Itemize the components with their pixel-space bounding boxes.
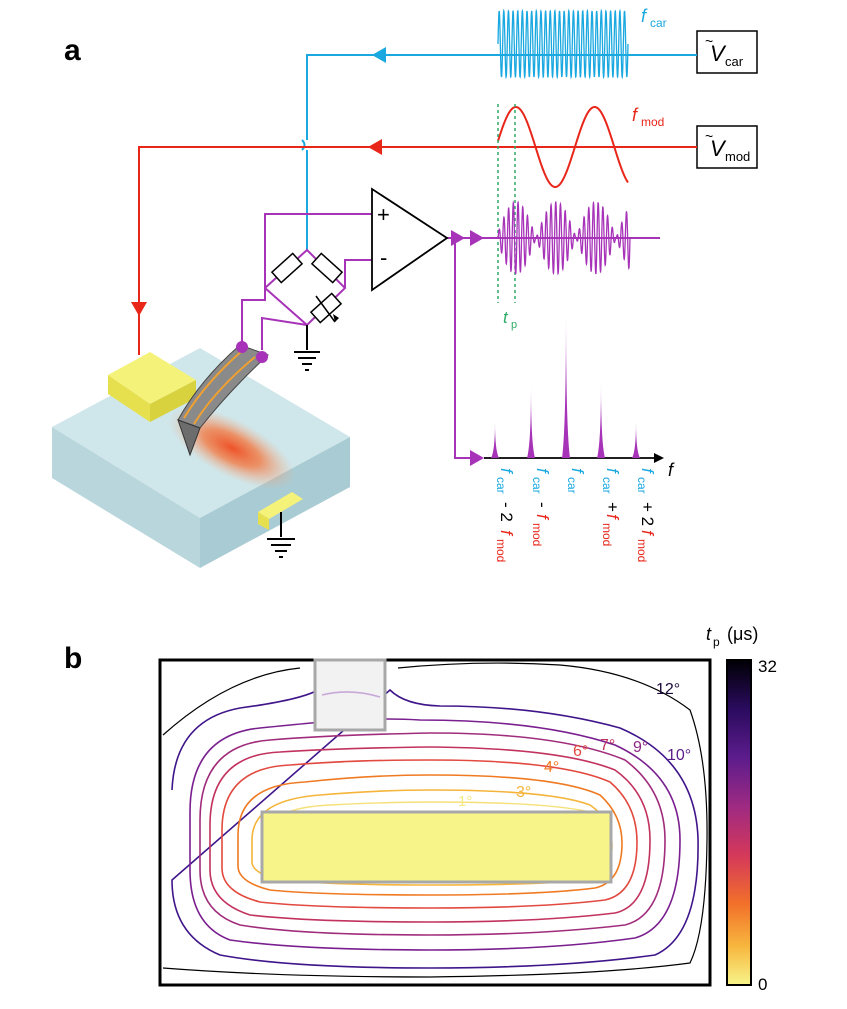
spectrum-peak: [562, 310, 570, 458]
svg-text:car: car: [600, 477, 614, 494]
panel-label-b: b: [64, 642, 82, 675]
colorbar-title-unit: (μs): [727, 624, 758, 644]
carrier-source-symbol: V: [710, 41, 727, 66]
contour-label-9: 9°: [633, 739, 648, 756]
carrier-source-sub: car: [725, 54, 744, 69]
amplifier-minus: -: [380, 245, 387, 270]
bridge-ground-icon: [294, 325, 320, 371]
spectrum-peak-label: f car + 2 f mod: [635, 468, 657, 562]
colorbar: t p (μs) 32 0: [706, 624, 777, 994]
substrate-device: [52, 348, 350, 568]
resistor-right: [310, 252, 344, 284]
probe-contact-right: [256, 351, 268, 363]
modulation-arrow-icon: [368, 139, 382, 155]
carrier-source-box: V ~ car: [696, 30, 758, 74]
modulation-waveform: [497, 105, 629, 189]
svg-text:f: f: [603, 514, 622, 521]
svg-text:f: f: [638, 530, 657, 537]
spectrum-peak-label: f car - f mod: [530, 468, 552, 546]
contour-label-12: 12°: [656, 681, 680, 698]
svg-text:mod: mod: [641, 115, 664, 129]
modulation-freq-label: f mod: [632, 105, 664, 129]
modulation-source-box: V ~ mod: [696, 125, 758, 169]
svg-text:car: car: [565, 477, 579, 494]
svg-text:t: t: [503, 308, 509, 327]
svg-text:mod: mod: [635, 539, 649, 562]
svg-text:f: f: [603, 468, 622, 475]
contour-label-1: 1°: [458, 793, 472, 810]
resistor-left: [270, 252, 304, 284]
svg-text:car: car: [494, 477, 508, 494]
svg-text:- 2: - 2: [497, 502, 516, 522]
carrier-freq-label: f car: [641, 6, 667, 30]
svg-text:f: f: [638, 468, 657, 475]
device-ground-icon: [267, 512, 295, 558]
spectrum-peak-label: f car: [565, 468, 587, 494]
svg-text:f: f: [497, 530, 516, 537]
svg-text:f: f: [632, 105, 639, 125]
carrier-arrow-icon: [372, 47, 386, 63]
am-signal-waveform: [497, 200, 631, 276]
ground-pad: [258, 492, 303, 519]
amplifier: + -: [371, 187, 449, 292]
colorbar-title-sub: p: [713, 635, 720, 649]
svg-text:-: -: [533, 502, 552, 508]
modulation-source-sub: mod: [725, 149, 750, 164]
contour-label-7: 7°: [600, 737, 615, 754]
signal-arrow-icon: [470, 230, 484, 246]
tp-label: t p: [503, 308, 517, 331]
svg-text:f: f: [641, 6, 648, 26]
heater-arrow-icon: [131, 302, 147, 316]
spectrum-axis-label: f: [668, 460, 675, 480]
modulation-line: [138, 146, 697, 355]
svg-text:f: f: [568, 468, 587, 475]
svg-text:mod: mod: [600, 523, 614, 546]
tilde-icon: ~: [705, 33, 713, 49]
spectrum-peak: [527, 386, 535, 458]
spectrum-peaks: [491, 310, 640, 458]
output-arrow-icon: [451, 230, 465, 246]
colorbar-min-label: 0: [758, 975, 767, 994]
carrier-waveform: [497, 8, 629, 80]
tilde-icon: ~: [705, 128, 713, 144]
colorbar-max-label: 32: [758, 657, 777, 676]
contour-label-3: 3°: [516, 784, 531, 801]
svg-text:mod: mod: [494, 539, 508, 562]
heater-pad: [108, 352, 196, 404]
variable-resistor: [309, 292, 343, 324]
heater-region: [260, 810, 613, 884]
spectrum-peak-label: f car + f mod: [600, 468, 622, 546]
contour-label-4: 4°: [544, 759, 559, 776]
svg-text:car: car: [650, 16, 667, 30]
svg-text:car: car: [530, 477, 544, 494]
colorbar-title-t: t: [706, 624, 712, 644]
spectrum-labels: f car - 2 f mod f car - f mod f car f car + f mod f car + 2…: [494, 468, 657, 562]
contour-label-6: 6°: [573, 743, 588, 760]
spectrum-peak: [632, 422, 640, 458]
carrier-line: [301, 54, 697, 250]
svg-text:+: +: [603, 502, 622, 512]
svg-text:f: f: [533, 468, 552, 475]
spectrum-peak: [491, 422, 499, 458]
spectrum-peak: [597, 382, 605, 458]
svg-text:p: p: [511, 319, 517, 331]
probe-contact-left: [236, 341, 248, 353]
contour-map: [158, 658, 712, 987]
spectrum-peak-label: f car - 2 f mod: [494, 468, 516, 562]
contour-label-10: 10°: [667, 747, 691, 764]
amplifier-plus: +: [377, 202, 390, 227]
cantilever-probe: [177, 341, 269, 457]
svg-text:car: car: [635, 477, 649, 494]
spectrum-axis: f: [484, 453, 675, 480]
contour-labels: 1° 3° 4° 6° 7° 9° 10° 12°: [458, 681, 691, 810]
spectrum-arrow-icon: [470, 450, 484, 466]
svg-text:f: f: [497, 468, 516, 475]
svg-text:+ 2: + 2: [638, 502, 657, 526]
panel-label-a: a: [64, 34, 81, 67]
svg-text:mod: mod: [530, 523, 544, 546]
svg-text:f: f: [533, 514, 552, 521]
modulation-source-symbol: V: [710, 136, 727, 161]
